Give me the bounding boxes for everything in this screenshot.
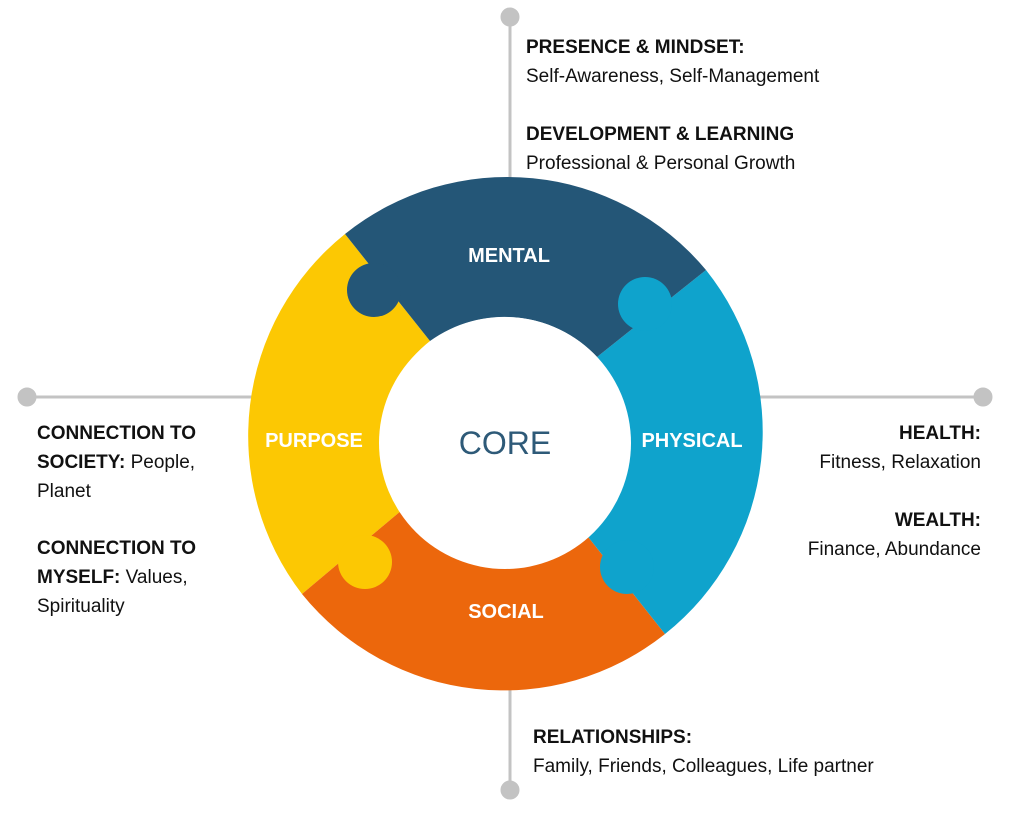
note-title: WEALTH: (894, 510, 981, 531)
puzzle-ring (248, 176, 763, 691)
segment-label-physical: PHYSICAL (641, 430, 742, 452)
segment-label-social: SOCIAL (468, 601, 544, 623)
note-text-line2: Values, (120, 567, 188, 588)
note-title-line1: CONNECTION TO (37, 538, 197, 559)
note-relationships: RELATIONSHIPS: Family, Friends, Colleagu… (533, 723, 874, 781)
note-title-line2: MYSELF: (37, 567, 121, 588)
segment-label-mental: MENTAL (468, 245, 550, 267)
physical-notes: HEALTH: Fitness, Relaxation WEALTH: Fina… (808, 419, 981, 564)
note-presence-mindset: PRESENCE & MINDSET: Self-Awareness, Self… (526, 33, 819, 91)
purpose-notes: CONNECTION TO SOCIETY: People, Planet CO… (37, 419, 196, 621)
note-text-line3: Planet (37, 481, 91, 502)
note-wealth: WEALTH: Finance, Abundance (808, 506, 981, 564)
note-connection-myself: CONNECTION TO MYSELF: Values, Spirituali… (37, 534, 196, 621)
knob-social (600, 540, 654, 594)
note-health: HEALTH: Fitness, Relaxation (808, 419, 981, 477)
note-text: Finance, Abundance (807, 539, 981, 560)
note-title: HEALTH: (899, 423, 981, 444)
segment-label-purpose: PURPOSE (265, 430, 363, 452)
social-notes: RELATIONSHIPS: Family, Friends, Colleagu… (533, 723, 874, 781)
note-text: Family, Friends, Colleagues, Life partne… (533, 756, 874, 777)
knob-physical (618, 277, 672, 331)
connector-lines (17, 7, 993, 800)
knob-mental (347, 263, 401, 317)
connector-dot-left (17, 387, 37, 407)
note-title-line1: CONNECTION TO (37, 423, 197, 444)
segment-mental (345, 176, 706, 357)
connector-dot-right (973, 387, 993, 407)
note-title: PRESENCE & MINDSET: (526, 37, 745, 58)
connector-dot-top (500, 7, 520, 27)
connector-dot-bottom (500, 780, 520, 800)
note-text: Professional & Personal Growth (526, 153, 796, 174)
note-title: DEVELOPMENT & LEARNING (526, 124, 795, 145)
note-connection-society: CONNECTION TO SOCIETY: People, Planet (37, 419, 196, 506)
core-label: CORE (459, 425, 551, 461)
note-text-line2: People, (125, 452, 196, 473)
note-text-line3: Spirituality (37, 596, 125, 617)
core-circle (379, 317, 631, 569)
segment-purpose (248, 234, 430, 594)
note-text: Fitness, Relaxation (819, 452, 981, 473)
segment-social (302, 510, 665, 691)
note-development-learning: DEVELOPMENT & LEARNING Professional & Pe… (526, 120, 819, 178)
note-text: Self-Awareness, Self-Management (526, 66, 820, 87)
note-title: RELATIONSHIPS: (533, 727, 693, 748)
mental-notes: PRESENCE & MINDSET: Self-Awareness, Self… (526, 33, 819, 178)
knob-purpose (338, 535, 392, 589)
note-title-line2: SOCIETY: (37, 452, 126, 473)
